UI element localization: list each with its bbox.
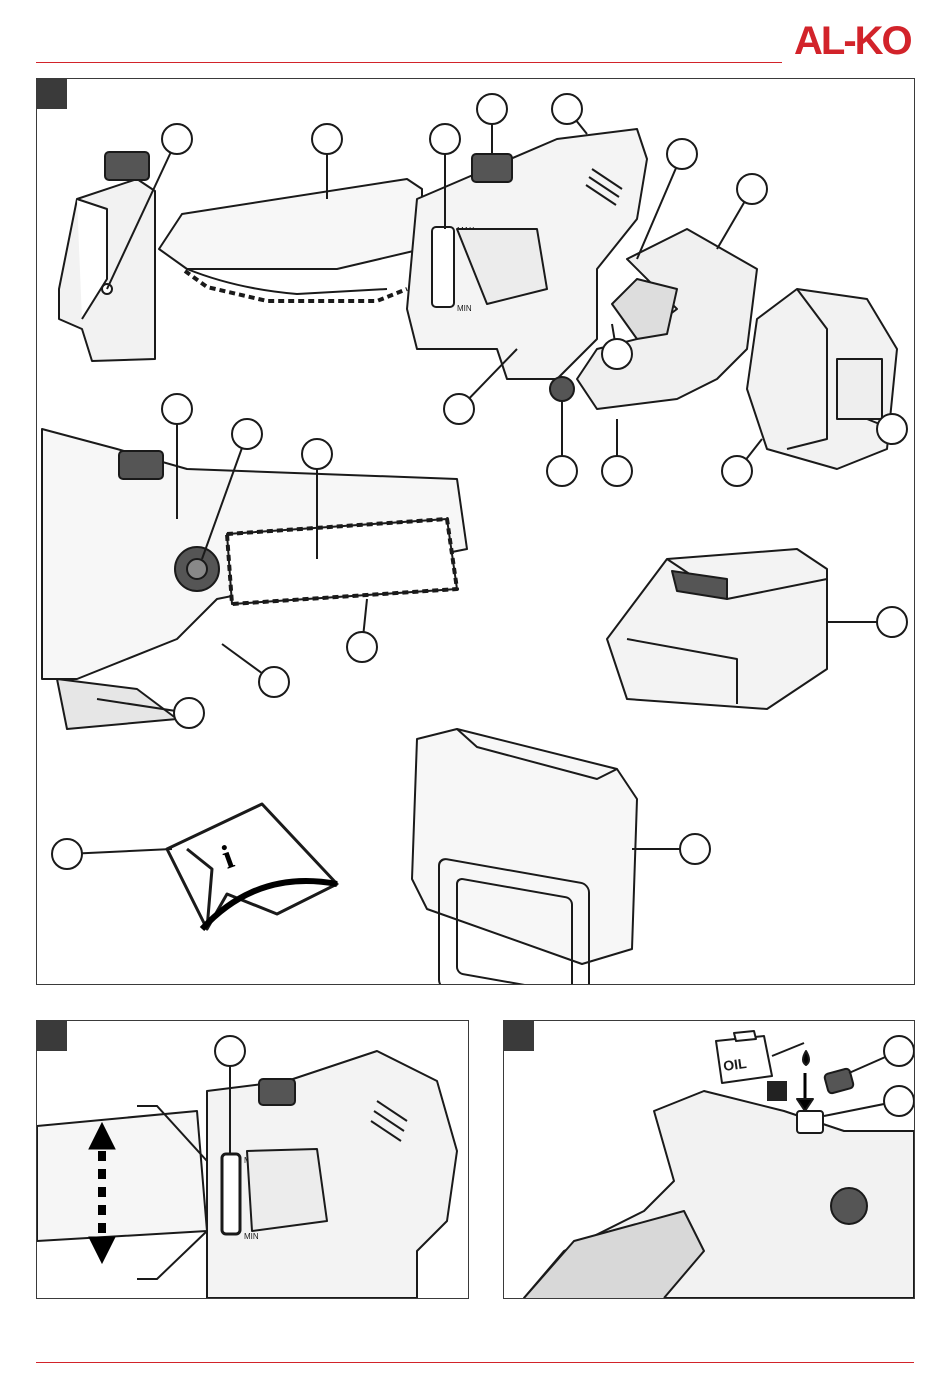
- oil-can-label: OIL: [722, 1055, 748, 1074]
- carry-case-drawing: [412, 729, 637, 984]
- alko-logo: AL-KO: [792, 18, 938, 60]
- figure-1-drawing: MAX MIN: [37, 79, 914, 984]
- footer-rule: [36, 1362, 914, 1363]
- oil-tank-drawing: [59, 152, 155, 361]
- logo-text: AL-KO: [794, 19, 912, 60]
- battery-drawing: [747, 289, 897, 469]
- gauge-min-label: MIN: [457, 304, 472, 313]
- figure-1-panel: MAX MIN: [36, 78, 915, 985]
- figure-3-panel: OIL: [503, 1020, 915, 1299]
- figure-2-drawing: MAX MIN: [37, 1021, 468, 1298]
- figure-2-panel: MAX MIN: [36, 1020, 469, 1299]
- header-rule: [36, 62, 782, 63]
- bar-guard-drawing: [159, 179, 422, 301]
- charger-drawing: [607, 549, 827, 709]
- gauge-min-label-2: MIN: [244, 1232, 259, 1241]
- manual-book-drawing: i: [167, 804, 337, 929]
- figure-3-drawing: OIL: [504, 1021, 914, 1298]
- oil-can-drawing: OIL: [716, 1031, 804, 1083]
- chain-detail-drawing: [42, 429, 467, 729]
